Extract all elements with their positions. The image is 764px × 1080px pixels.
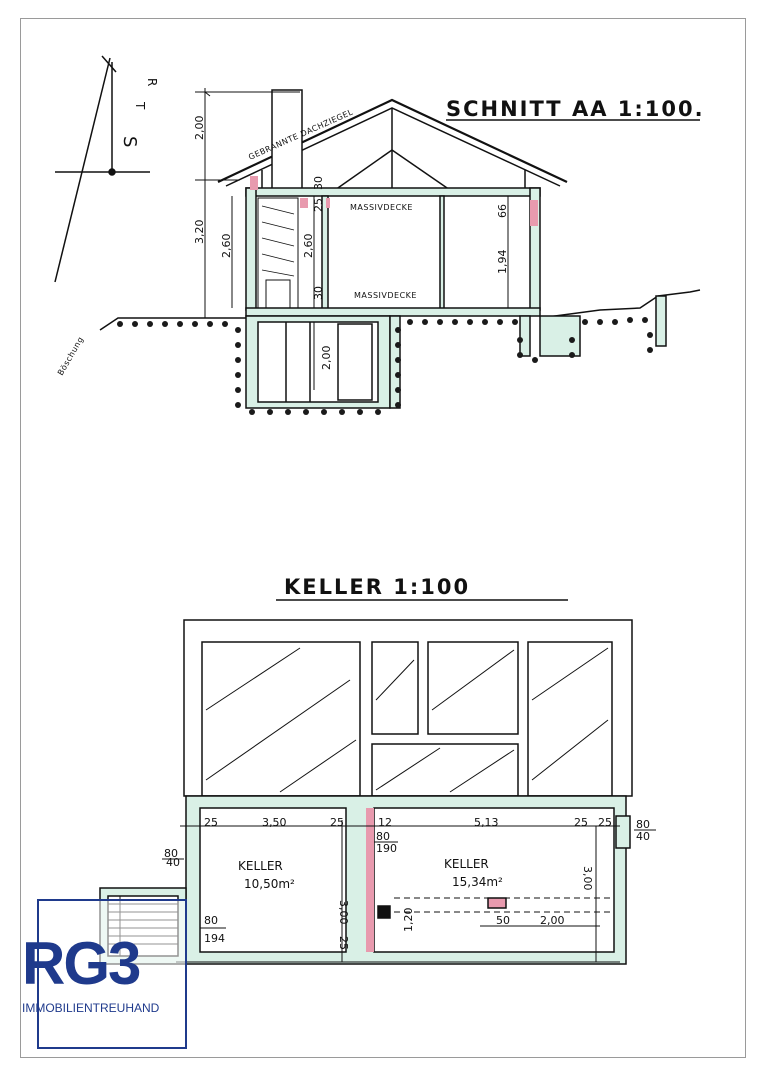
plan-title: KELLER 1:100 <box>284 575 470 599</box>
section-drawing <box>54 55 701 409</box>
upper-slab <box>245 187 541 197</box>
plan-dim-25a: 25 <box>204 816 218 829</box>
foundation-2 <box>539 315 581 357</box>
bank-label: Böschung <box>56 335 85 377</box>
stone-fill <box>117 317 653 415</box>
dim-slab-top: 25 <box>312 198 325 212</box>
dim-ground-floor-inner: 2,60 <box>302 234 315 259</box>
dim-ground-floor: 2,60 <box>220 234 233 259</box>
logo-subtitle: IMMOBILIENTREUHAND <box>22 1001 160 1015</box>
fill-zone-3 <box>427 641 519 735</box>
plan-dim-50: 50 <box>496 914 510 927</box>
plan-dim-200: 2,00 <box>540 914 565 927</box>
room1-area: 10,50m² <box>244 877 295 891</box>
red-accent-3 <box>530 200 538 226</box>
fill-hatch <box>205 647 609 793</box>
room-2 <box>373 807 615 953</box>
plan-dim-300-right: 3,00 <box>581 866 594 891</box>
logo-mark: RG3 <box>22 930 140 997</box>
plan-dim-300-left: 3,00 <box>337 900 350 925</box>
wall-left <box>245 187 257 311</box>
plan-dim-25c: 25 <box>574 816 588 829</box>
fill-zone-1 <box>201 641 361 797</box>
fill-zone-2 <box>371 641 419 735</box>
logo-frame <box>37 899 187 1049</box>
plan-dim-190: 190 <box>376 842 397 855</box>
plan-dimension-lines <box>176 820 620 963</box>
red-accent-2 <box>300 198 308 208</box>
sheet-border <box>20 18 746 1058</box>
street-point <box>108 168 116 176</box>
foundation-1 <box>519 315 531 357</box>
plan-dim-513: 5,13 <box>474 816 499 829</box>
plan-dim-40-left: 40 <box>166 856 180 869</box>
cellar-interior <box>257 321 379 403</box>
window-right <box>615 815 631 849</box>
plan-dim-194: 194 <box>204 932 225 945</box>
dim-window: 1,94 <box>496 250 509 275</box>
plan-dim-80-left: 80 <box>164 847 178 860</box>
red-accent-4 <box>326 198 330 208</box>
dim-window-top: 66 <box>496 204 509 218</box>
plan-dim-25b: 25 <box>330 816 344 829</box>
red-wall <box>366 808 374 952</box>
foundation-3 <box>655 295 667 347</box>
street-tick <box>101 55 117 73</box>
dim-cellar-height: 2,00 <box>320 346 333 371</box>
cellar-door <box>337 323 373 401</box>
fill-zone-5 <box>371 743 519 797</box>
plan-dim-350: 3,50 <box>262 816 287 829</box>
room2-area: 15,34m² <box>452 875 503 889</box>
street-letter-s: S <box>119 136 140 147</box>
street-line <box>54 57 111 283</box>
ceiling-lower-label: MASSIVDECKE <box>354 291 417 300</box>
dim-total-height: 3,20 <box>193 220 206 245</box>
room2-name: KELLER <box>444 857 489 871</box>
stone-wall <box>257 197 299 309</box>
hearth <box>265 279 291 309</box>
wall-inner-2 <box>439 195 445 311</box>
dim-roof-height: 2,00 <box>193 116 206 141</box>
room1-name: KELLER <box>238 859 283 873</box>
dim-slab-bottom: 30 <box>312 286 325 300</box>
street-letter-t: T <box>133 101 147 110</box>
plan-dim-12: 12 <box>378 816 392 829</box>
chimney-plan <box>377 905 391 919</box>
red-block <box>487 897 507 909</box>
plan-dim-80-mid: 80 <box>376 830 390 843</box>
plan-dim-80-right: 80 <box>636 818 650 831</box>
stone-hatch <box>261 205 295 277</box>
terrain-right <box>539 289 701 319</box>
section-dimension-lines <box>195 88 509 390</box>
plan-dim-25d: 25 <box>598 816 612 829</box>
ground-slab <box>245 307 541 317</box>
section-title: SCHNITT AA 1:100. <box>446 97 705 121</box>
dim-wall-top: 30 <box>312 176 325 190</box>
plan-dim-80-stair: 80 <box>204 914 218 927</box>
upper-block <box>183 619 633 797</box>
roof-strut-right <box>391 149 451 191</box>
street-letter-r: R <box>145 78 159 86</box>
company-logo: RG3 IMMOBILIENTREUHAND <box>22 899 187 1049</box>
ceiling-upper-label: MASSIVDECKE <box>350 203 413 212</box>
plan-dim-40-right: 40 <box>636 830 650 843</box>
red-accent-1 <box>250 176 258 190</box>
plan-dim-120: 1,20 <box>402 908 415 933</box>
plan-dim-25e: 25 <box>337 936 350 950</box>
roof-strut-left <box>334 149 393 191</box>
